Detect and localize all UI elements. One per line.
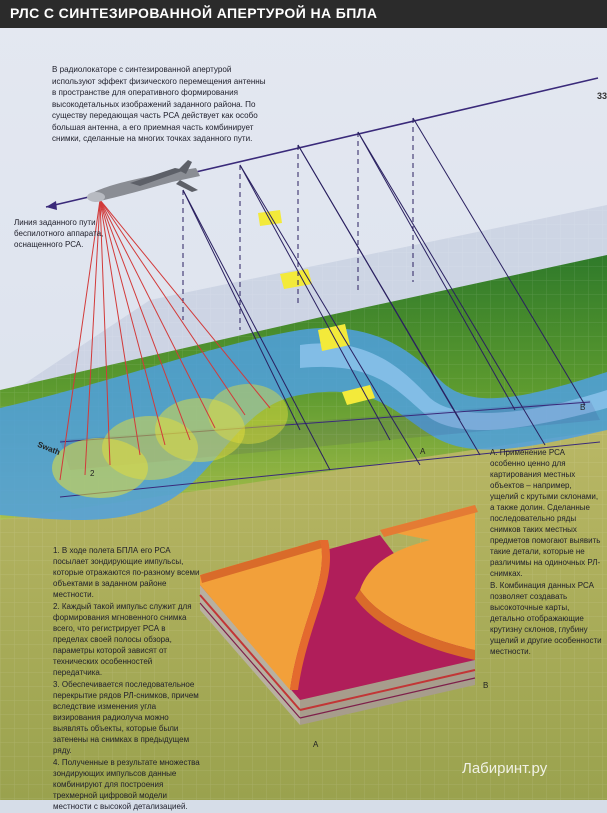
watermark: Лабиринт.ру	[462, 760, 548, 777]
page-number: 33	[596, 91, 607, 101]
step-3: 3. Обеспечивается последовательное перек…	[53, 680, 199, 755]
terrain-3d-model	[199, 505, 478, 725]
step-2: 2. Каждый такой импульс служит для форми…	[53, 602, 192, 677]
note-a: A. Применение РСА особенно ценно для кар…	[490, 448, 601, 578]
beam-footprints	[52, 384, 288, 498]
river-highlight	[300, 343, 607, 431]
title-bar: РЛС С СИНТЕЗИРОВАННОЙ АПЕРТУРОЙ НА БПЛА	[0, 0, 607, 28]
image-patches	[258, 210, 375, 405]
note-b: B. Комбинация данных РСА позволяет созда…	[490, 581, 602, 656]
radar-beams	[59, 199, 271, 481]
steps-list: 1. В ходе полета БПЛА его РСА посылает з…	[53, 545, 201, 813]
uav-drone-icon	[87, 160, 200, 202]
ground-point-b: B	[580, 403, 586, 412]
track-projection-lines	[182, 117, 586, 471]
page-title: РЛС С СИНТЕЗИРОВАННОЙ АПЕРТУРОЙ НА БПЛА	[10, 5, 378, 21]
footprint-number-2: 2	[90, 469, 95, 478]
step-4: 4. Полученные в результате множества зон…	[53, 758, 200, 811]
model-label-b: B	[483, 681, 489, 690]
flight-line-label: Линия заданного пути беспилотного аппара…	[14, 218, 104, 249]
model-label-a: A	[313, 740, 319, 749]
flight-track-arrow	[46, 201, 57, 210]
step-1: 1. В ходе полета БПЛА его РСА посылает з…	[53, 546, 200, 599]
intro-text: В радиолокаторе с синтезированной аперту…	[52, 65, 266, 143]
upper-grid-lines	[0, 205, 607, 400]
ground-point-a: A	[420, 447, 426, 456]
right-note: A. Применение РСА особенно ценно для кар…	[490, 447, 602, 658]
